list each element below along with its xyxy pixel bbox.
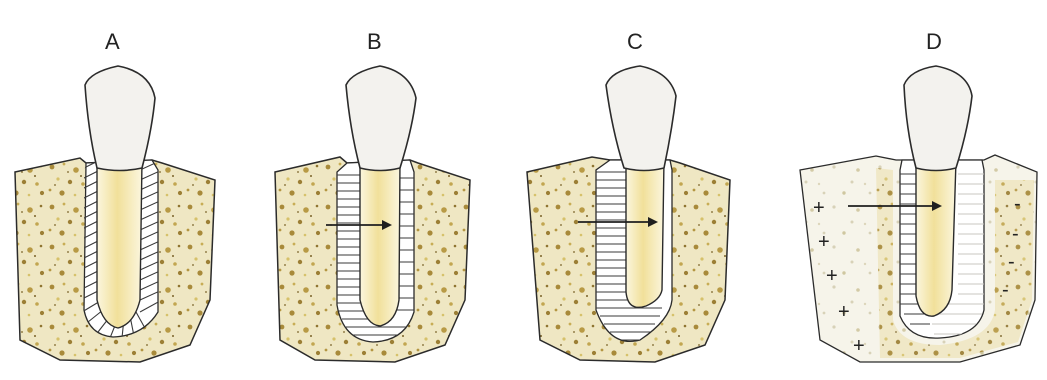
root-d xyxy=(916,160,956,316)
crown-c xyxy=(606,66,676,171)
crown-a xyxy=(85,66,155,171)
panel-label-c: C xyxy=(627,29,643,54)
root-c xyxy=(626,160,664,307)
positive-charge: + xyxy=(826,265,838,287)
positive-charge: + xyxy=(853,335,865,357)
crown-d xyxy=(904,66,972,171)
negative-charge: - xyxy=(1008,251,1015,273)
panel-d: D + xyxy=(800,29,1037,362)
panel-label-d: D xyxy=(926,29,942,54)
root-a xyxy=(97,160,142,328)
panel-b: B xyxy=(275,29,470,362)
panel-a: A xyxy=(15,29,215,362)
positive-charge: + xyxy=(818,231,830,253)
positive-charge: + xyxy=(838,301,850,323)
panel-c: C xyxy=(527,29,730,362)
negative-charge: - xyxy=(1014,193,1021,215)
root-b xyxy=(360,160,400,326)
positive-charge: + xyxy=(813,197,825,219)
negative-charge: - xyxy=(1002,279,1009,301)
negative-charge: - xyxy=(1012,223,1019,245)
crown-b xyxy=(346,66,416,171)
panel-label-b: B xyxy=(367,29,382,54)
panel-label-a: A xyxy=(105,29,120,54)
